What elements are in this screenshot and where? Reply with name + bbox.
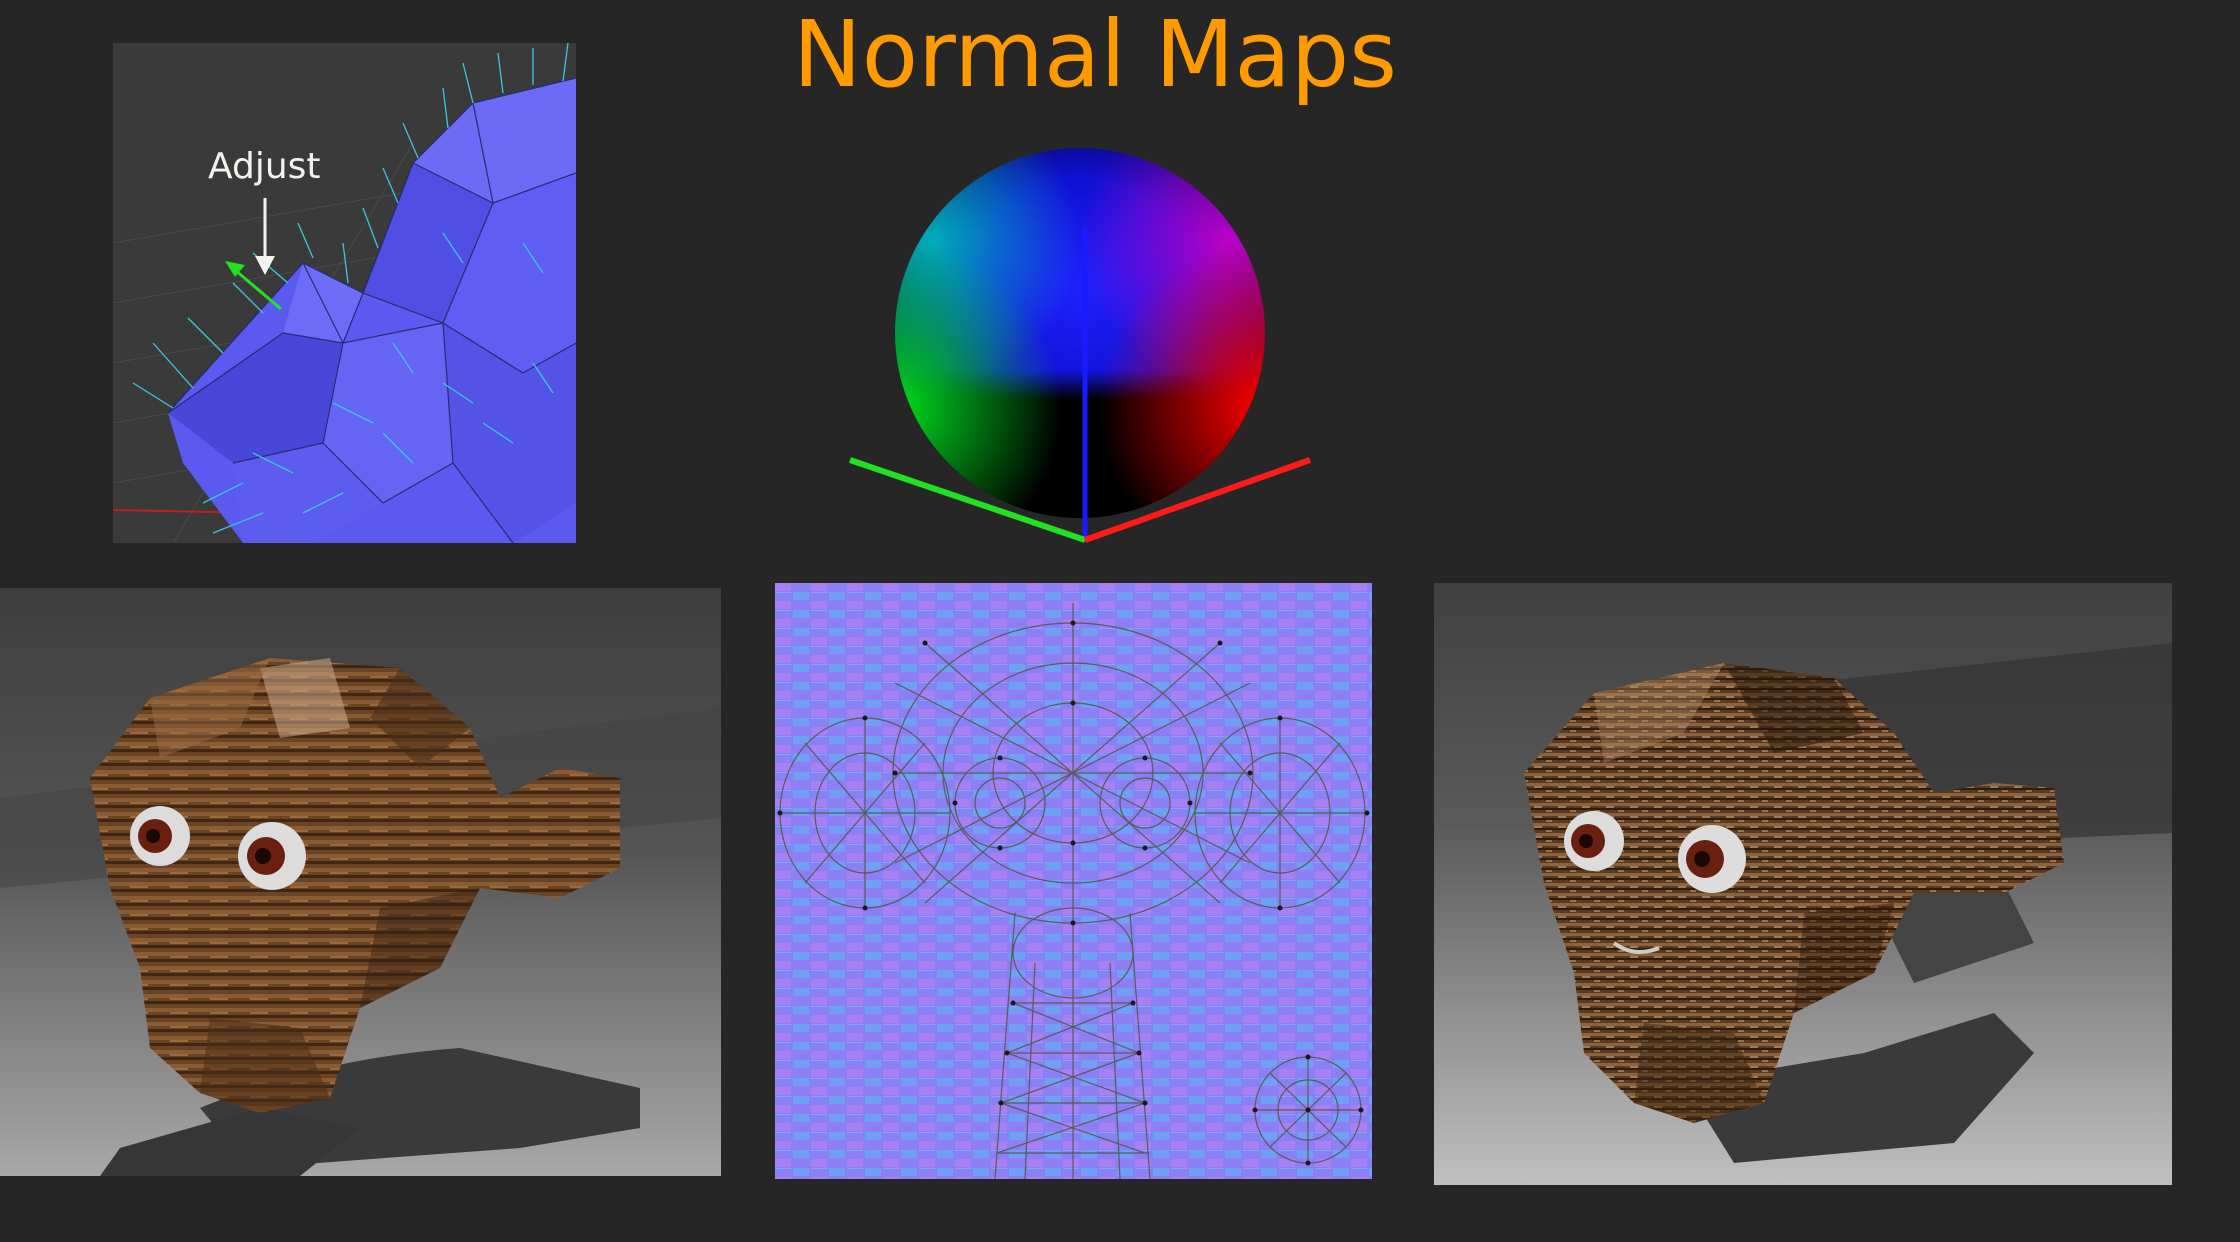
mesh-normals-panel: Adjust <box>113 43 576 543</box>
normal-sphere-panel <box>840 138 1320 548</box>
monkey-render-right-image <box>1434 583 2172 1185</box>
adjust-label: Adjust <box>208 146 321 187</box>
normal-sphere-diagram <box>849 148 1312 543</box>
normal-map-uv-panel <box>775 583 1372 1179</box>
monkey-render-right <box>1434 583 2172 1185</box>
normal-map-uv-image <box>775 583 1372 1179</box>
monkey-render-left <box>0 588 721 1176</box>
mesh-normals-image <box>113 43 576 543</box>
slide-title: Normal Maps <box>792 1 1398 108</box>
monkey-render-left-image <box>0 588 721 1176</box>
